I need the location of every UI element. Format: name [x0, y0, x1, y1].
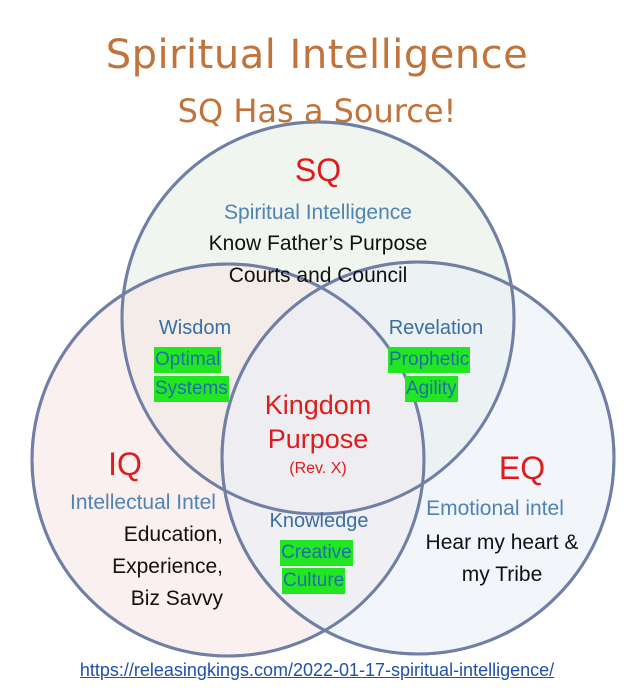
revelation-label: Revelation	[388, 317, 484, 339]
revelation-highlight-1: Prophetic	[388, 347, 471, 373]
diagram-title: Spiritual Intelligence	[105, 32, 529, 78]
eq-line-2: my Tribe	[461, 563, 543, 586]
center-line-1: Kingdom	[264, 390, 372, 420]
wisdom-highlight-1: Optimal	[154, 347, 222, 373]
sq-label: Spiritual Intelligence	[224, 201, 412, 224]
iq-label: Intellectual Intel	[70, 491, 216, 514]
sq-line-1: Know Father’s Purpose	[208, 232, 428, 255]
sq-heading: SQ	[294, 152, 342, 188]
knowledge-label: Knowledge	[269, 510, 369, 532]
revelation-highlight-2: Agility	[405, 376, 458, 402]
eq-heading: EQ	[498, 450, 546, 486]
eq-line-1: Hear my heart &	[425, 531, 579, 554]
wisdom-highlight: Optimal	[154, 347, 222, 373]
iq-line-1: Education,	[123, 523, 223, 546]
wisdom-highlight-2: Systems	[154, 376, 229, 402]
sq-line-2: Courts and Council	[228, 264, 408, 287]
knowledge-highlight: Creative	[280, 540, 353, 566]
wisdom-highlight-row-2: Systems	[154, 376, 229, 402]
knowledge-highlight-row-2: Culture	[282, 568, 346, 594]
revelation-highlight-row-2: Agility	[405, 376, 458, 402]
source-link[interactable]: https://releasingkings.com/2022-01-17-sp…	[79, 660, 555, 680]
iq-heading: IQ	[108, 446, 142, 482]
eq-label: Emotional intel	[426, 497, 564, 520]
revelation-highlight: Prophetic	[388, 347, 471, 373]
knowledge-highlight-1: Creative	[280, 540, 353, 566]
knowledge-highlight-2: Culture	[282, 568, 346, 594]
center-line-2: Purpose	[267, 424, 369, 454]
iq-lines: Education, Experience, Biz Savvy	[112, 519, 223, 615]
iq-line-3: Biz Savvy	[130, 587, 223, 610]
iq-line-2: Experience,	[112, 555, 223, 578]
center-reference: (Rev. X)	[289, 460, 347, 477]
wisdom-label: Wisdom	[158, 317, 232, 339]
diagram-subtitle: SQ Has a Source!	[177, 92, 457, 130]
